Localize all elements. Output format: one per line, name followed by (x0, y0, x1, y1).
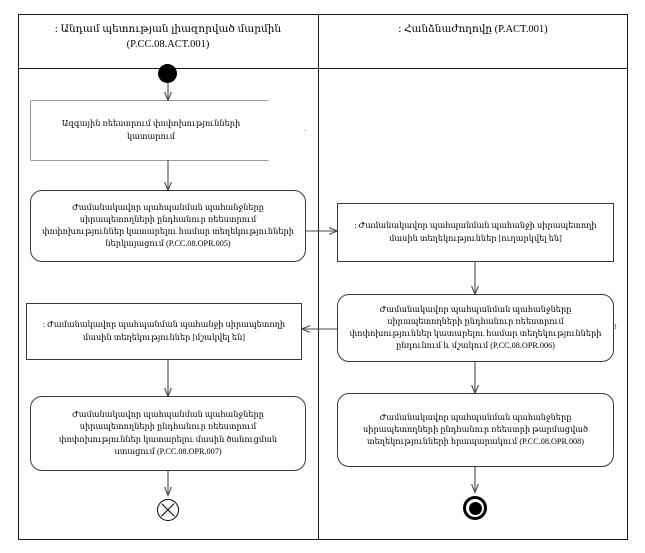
object-node-info-processed[interactable]: : Ժամանակավոր պահպանման պահանջի սիրապետո… (26, 303, 302, 360)
lane-divider (318, 14, 319, 540)
diagram-frame (18, 14, 628, 540)
object-node-info-sent[interactable]: : Ժամանակավոր պահպանման պահանջի սիրապետո… (337, 203, 614, 262)
signal-receive-label: Ազգային ռեեստրում փոփոխությունների կատար… (61, 119, 241, 141)
lane-header-left: : Անդամ պետության լիազորված մարմին (P.CC… (54, 24, 282, 50)
action-opr-005[interactable]: Ժամանակավոր պահպանման պահանջները սիրապետ… (30, 190, 306, 262)
object-node-info-processed-label: : Ժամանակավոր պահպանման պահանջի սիրապետո… (42, 320, 286, 342)
action-opr-008[interactable]: Ժամանակավոր պահպանման պահանջները սիրապետ… (337, 393, 614, 467)
action-opr-005-label: Ժամանակավոր պահպանման պահանջները սիրապետ… (42, 202, 294, 249)
flow-final-node (157, 499, 179, 521)
action-opr-006-label: Ժամանակավոր պահպանման պահանջները սիրապետ… (349, 304, 602, 351)
signal-receive-national-registry-changes[interactable]: Ազգային ռեեստրում փոփոխությունների կատար… (31, 101, 305, 160)
lane-header-rule (18, 68, 628, 69)
lane-header-right: : Հանձնաժողովը (P.ACT.001) (398, 24, 548, 35)
action-opr-007-label: Ժամանակավոր պահպանման պահանջները սիրապետ… (58, 410, 278, 456)
edge-artifact-mark: 3 (613, 323, 617, 331)
action-opr-006[interactable]: Ժամանակավոր պահպանման պահանջները սիրապետ… (337, 294, 614, 362)
action-opr-007[interactable]: Ժամանակավոր պահպանման պահանջները սիրապետ… (30, 396, 306, 471)
object-node-info-sent-label: : Ժամանակավոր պահպանման պահանջի սիրապետո… (354, 221, 597, 243)
action-opr-008-label: Ժամանակավոր պահպանման պահանջները սիրապետ… (362, 412, 589, 447)
activity-final-node (463, 496, 487, 520)
initial-node (158, 64, 177, 83)
